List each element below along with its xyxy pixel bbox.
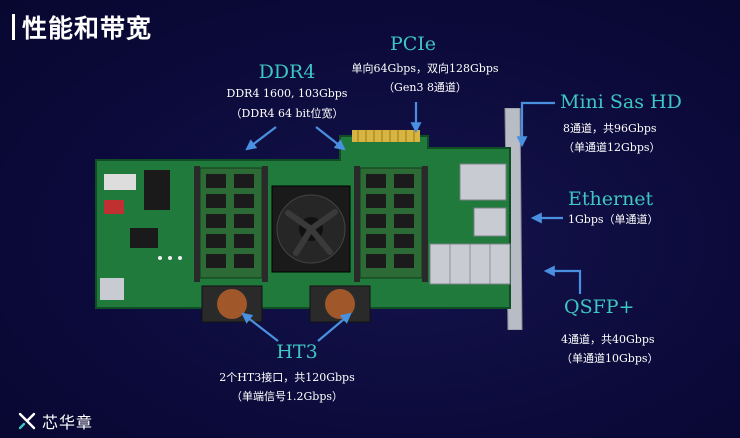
company-logo: 芯华章 xyxy=(18,409,93,433)
ht3-line1: 2个HT3接口，共120Gbps xyxy=(219,371,355,384)
pcie-line1: 单向64Gbps，双向128Gbps xyxy=(351,62,499,75)
minisas-heading: Mini Sas HD xyxy=(560,91,682,113)
ethernet-line1: 1Gbps（单通道） xyxy=(568,213,659,226)
pcie-heading: PCIe xyxy=(389,33,437,55)
ht3-arrow-right xyxy=(317,312,352,342)
ddr4-line1: DDR4 1600, 103Gbps xyxy=(226,87,348,100)
fpga-board-image xyxy=(95,108,523,330)
minisas-line1: 8通道，共96Gbps xyxy=(563,122,657,135)
logo-text: 芯华章 xyxy=(42,413,94,432)
page-title: 性能和带宽 xyxy=(22,14,153,43)
ht3-heading: HT3 xyxy=(276,341,318,363)
ddr4-arrow-left xyxy=(245,126,277,151)
pcie-line2: （Gen3 8通道） xyxy=(383,81,467,94)
qsfp-line2: （单通道10Gbps） xyxy=(561,352,659,365)
qsfp-line1: 4通道，共40Gbps xyxy=(561,333,655,346)
logo-mark-icon xyxy=(18,412,36,430)
title-accent-bar xyxy=(12,14,15,40)
ddr4-heading: DDR4 xyxy=(258,61,316,83)
qsfp-arrow xyxy=(543,265,582,294)
minisas-line2: （单通道12Gbps） xyxy=(563,141,661,154)
ht3-line2: （单端信号1.2Gbps） xyxy=(230,390,344,403)
ddr4-arrow-right xyxy=(315,126,346,151)
ht3-arrow-left xyxy=(241,312,279,342)
ethernet-heading: Ethernet xyxy=(568,188,654,210)
minisas-arrow xyxy=(516,101,555,148)
qsfp-heading: QSFP+ xyxy=(564,296,635,318)
ddr4-line2: （DDR4 64 bit位宽） xyxy=(230,107,344,120)
